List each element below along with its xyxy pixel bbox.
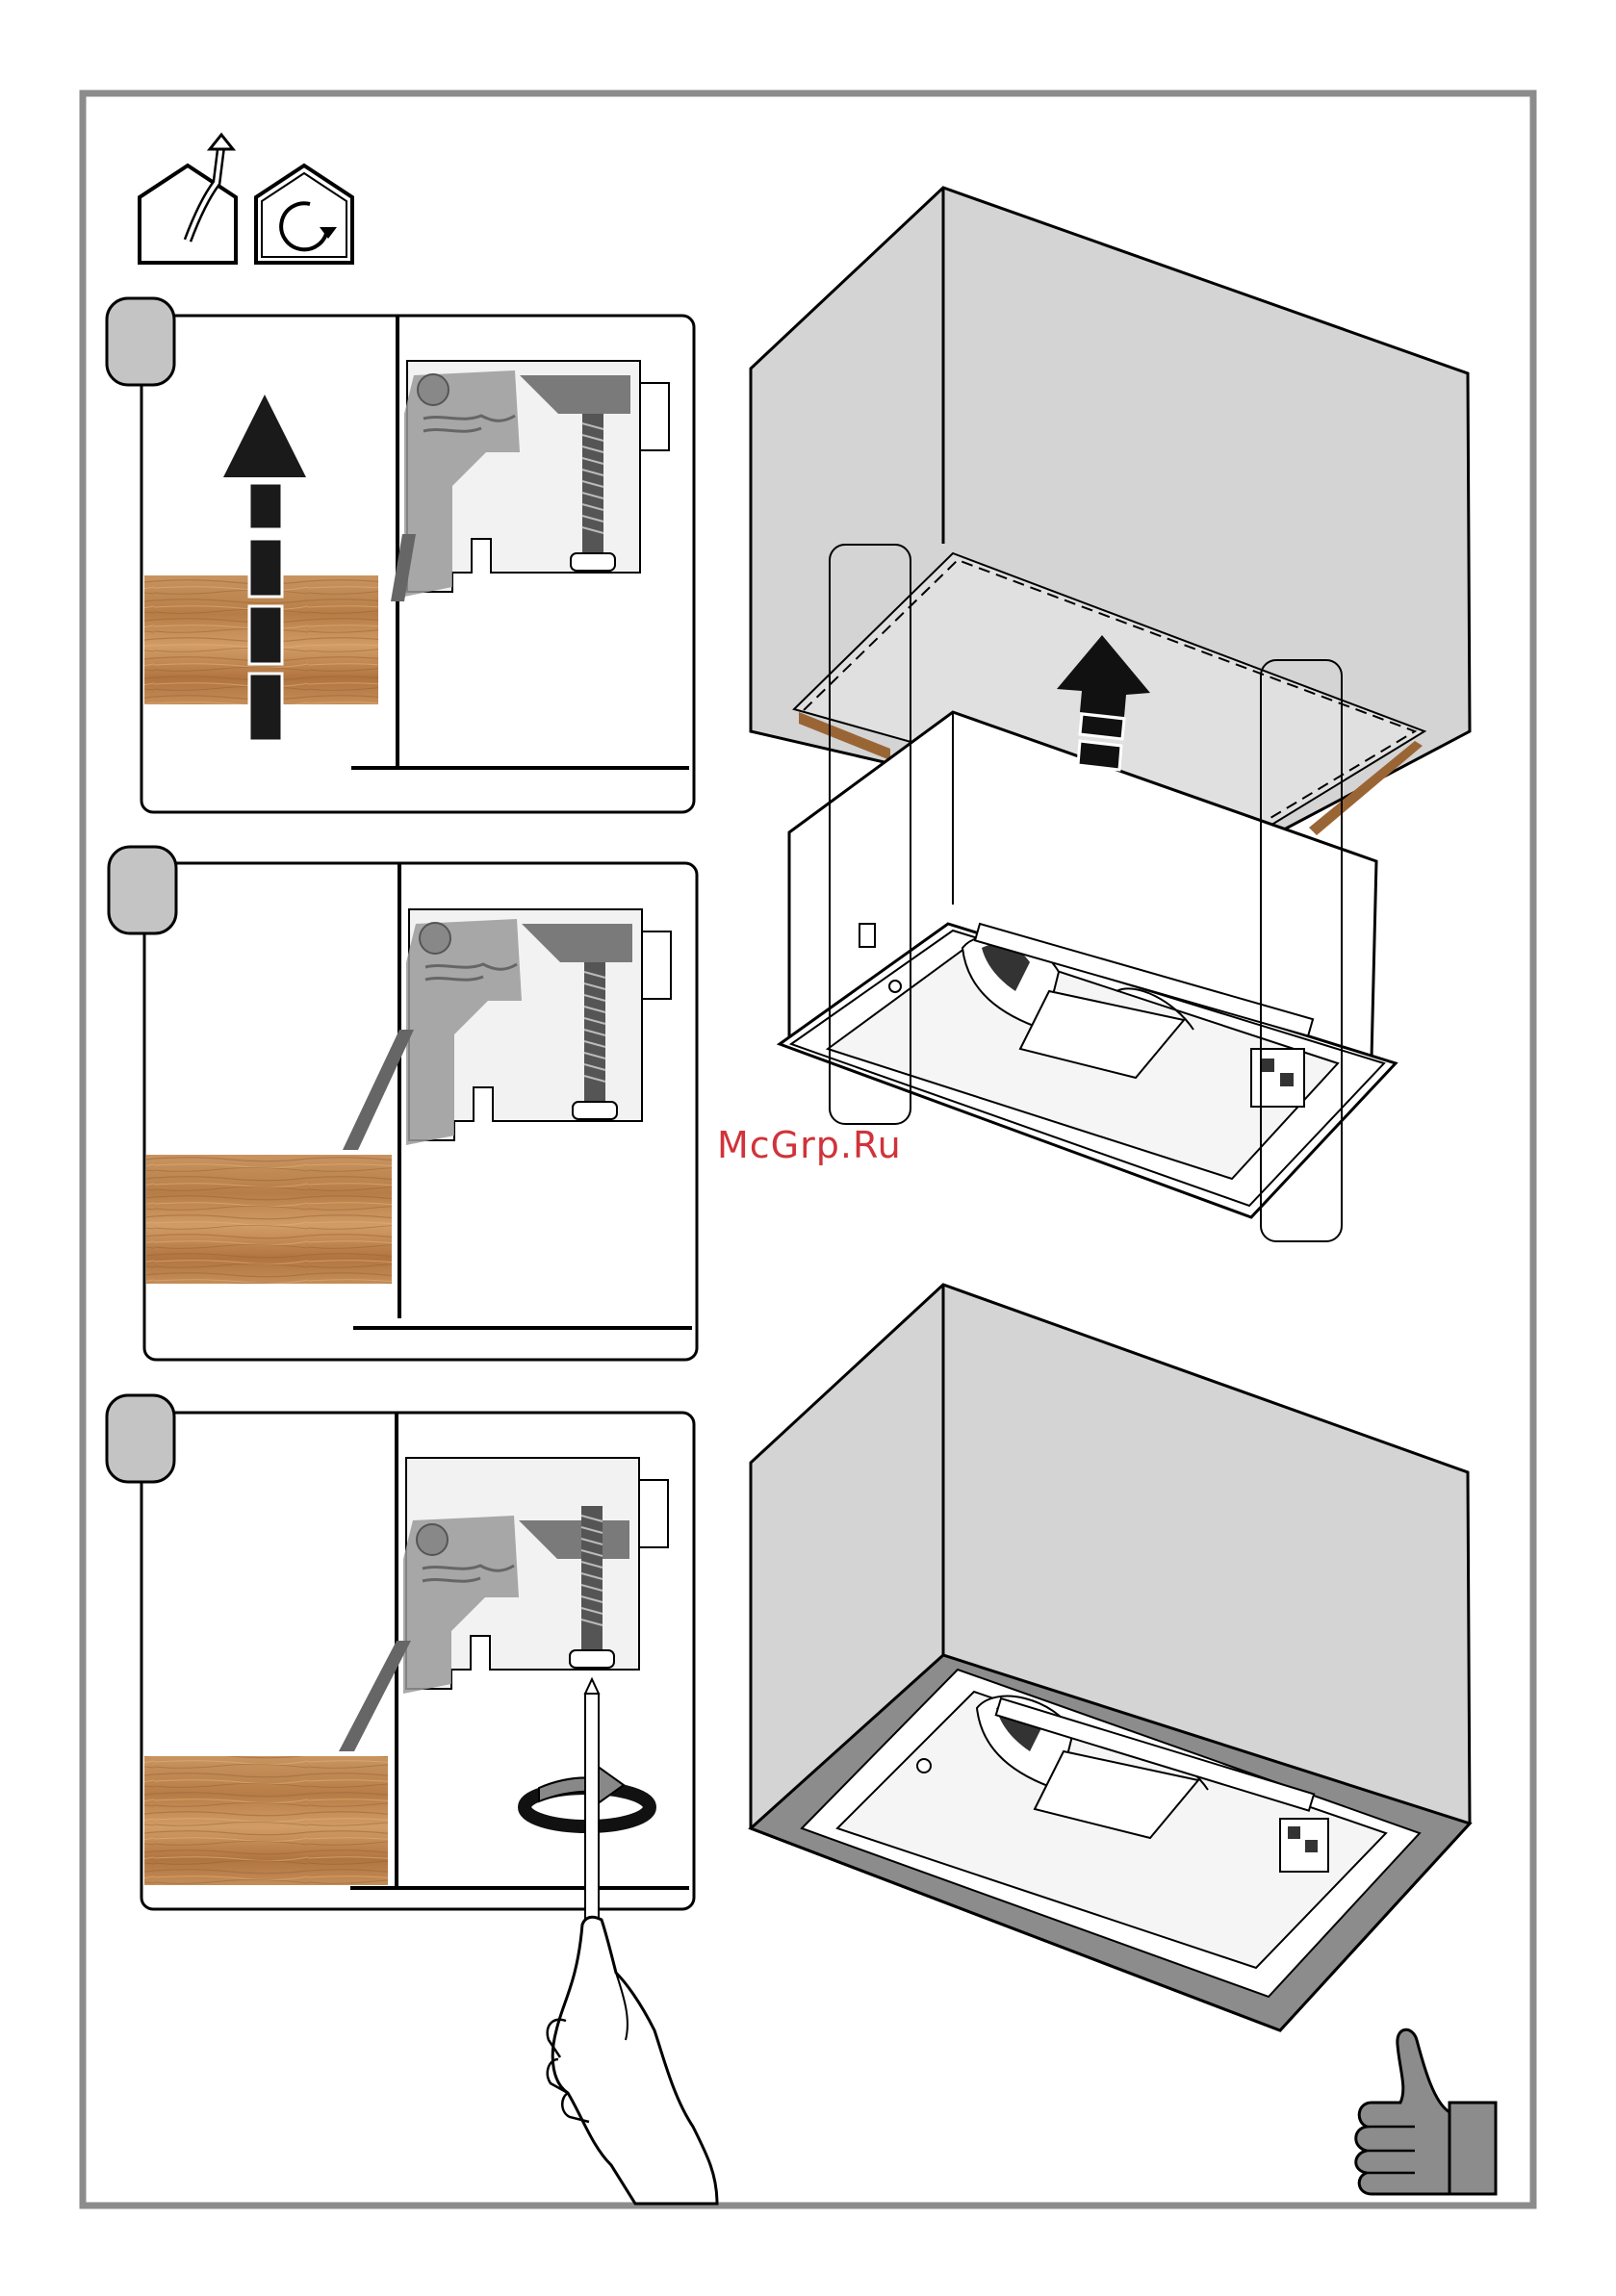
- step-panel-3: [107, 1395, 694, 1925]
- step-panel-1: [107, 298, 694, 812]
- cabinet-insertion-view: [751, 188, 1470, 1241]
- step-3-badge: [107, 1395, 174, 1482]
- thumbs-up-icon: [1356, 2029, 1496, 2194]
- step-1-badge: [107, 298, 174, 385]
- house-exhaust-icon: [140, 135, 236, 263]
- step-panel-2: [109, 847, 697, 1360]
- hand-icon: [548, 1917, 717, 2204]
- house-recirculation-icon: [256, 166, 352, 263]
- clamp-mechanism-1: [391, 361, 669, 601]
- installed-view: [751, 1285, 1470, 2030]
- screwdriver-icon: [585, 1679, 599, 1925]
- watermark-text: McGrp.Ru: [717, 1124, 902, 1166]
- step-2-badge: [109, 847, 176, 933]
